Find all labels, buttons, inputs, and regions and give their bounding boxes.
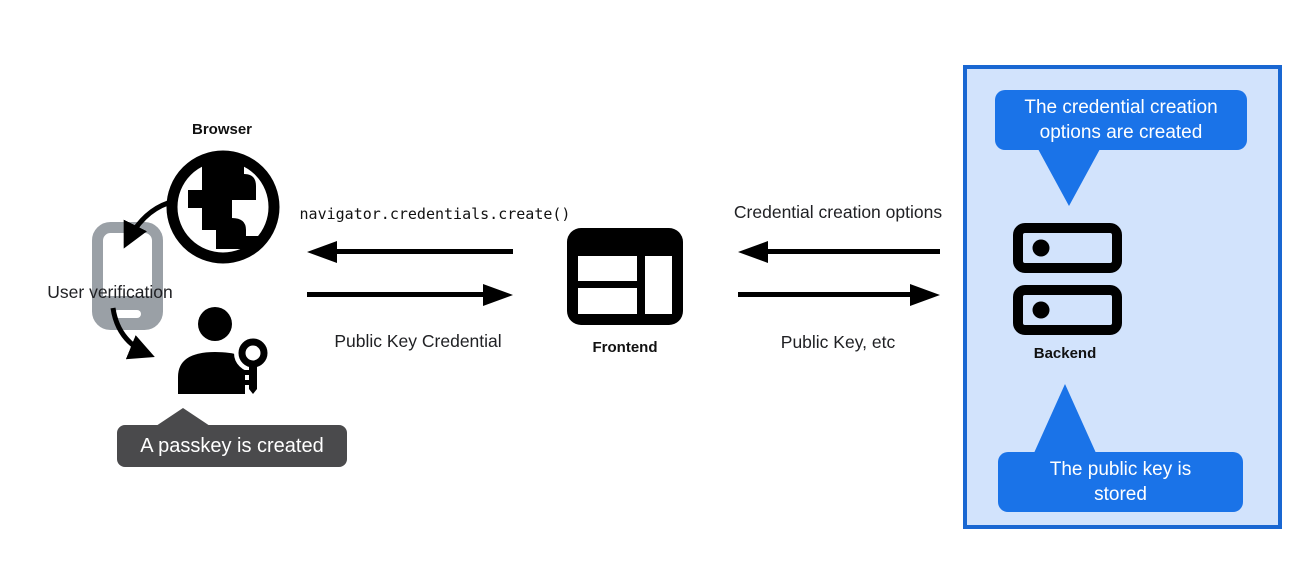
public-key-stored-text: The public key is stored	[1049, 458, 1192, 505]
globe-icon	[166, 150, 280, 264]
passkey-created-text: A passkey is created	[140, 434, 324, 457]
arrow-backend-to-frontend	[738, 241, 940, 263]
arrow-browser-to-frontend	[307, 284, 513, 306]
arrow-frontend-to-backend	[738, 284, 940, 306]
user-verification-flow-arrows	[110, 200, 169, 360]
public-key-credential-label: Public Key Credential	[334, 331, 502, 351]
arrow-shaft	[738, 292, 914, 297]
person-key-icon	[178, 307, 272, 394]
arrowhead-icon	[910, 284, 940, 306]
callout-pointer-up-icon	[1034, 384, 1096, 453]
arrow-phone-to-user	[110, 307, 155, 360]
passkey-created-callout: A passkey is created	[117, 408, 347, 467]
callout-pointer-up-icon	[156, 408, 210, 426]
browser-label: Browser	[191, 121, 253, 138]
browser-window-icon	[567, 228, 683, 325]
arrow-frontend-to-browser	[307, 241, 513, 263]
frontend-label: Frontend	[592, 339, 658, 356]
server-icon	[1013, 223, 1122, 335]
user-verification-label: User verification	[47, 282, 173, 302]
backend-panel: The credential creation options are crea…	[963, 65, 1282, 529]
arrowhead-icon	[738, 241, 768, 263]
options-created-text: The credential creation options are crea…	[1024, 96, 1218, 143]
arrow-shaft	[333, 249, 513, 254]
public-key-etc-label: Public Key, etc	[780, 332, 896, 352]
callout-pointer-down-icon	[1038, 149, 1100, 206]
arrow-shaft	[307, 292, 487, 297]
arrowhead-icon	[307, 241, 337, 263]
public-key-stored-callout: The public key is stored	[998, 452, 1243, 512]
credential-creation-options-label: Credential creation options	[733, 202, 943, 222]
arrow-shaft	[764, 249, 940, 254]
options-created-callout: The credential creation options are crea…	[995, 90, 1247, 150]
arrow-browser-to-phone	[123, 200, 169, 249]
arrowhead-icon	[483, 284, 513, 306]
backend-label: Backend	[1033, 345, 1097, 362]
create-call-label: navigator.credentials.create()	[299, 205, 571, 223]
